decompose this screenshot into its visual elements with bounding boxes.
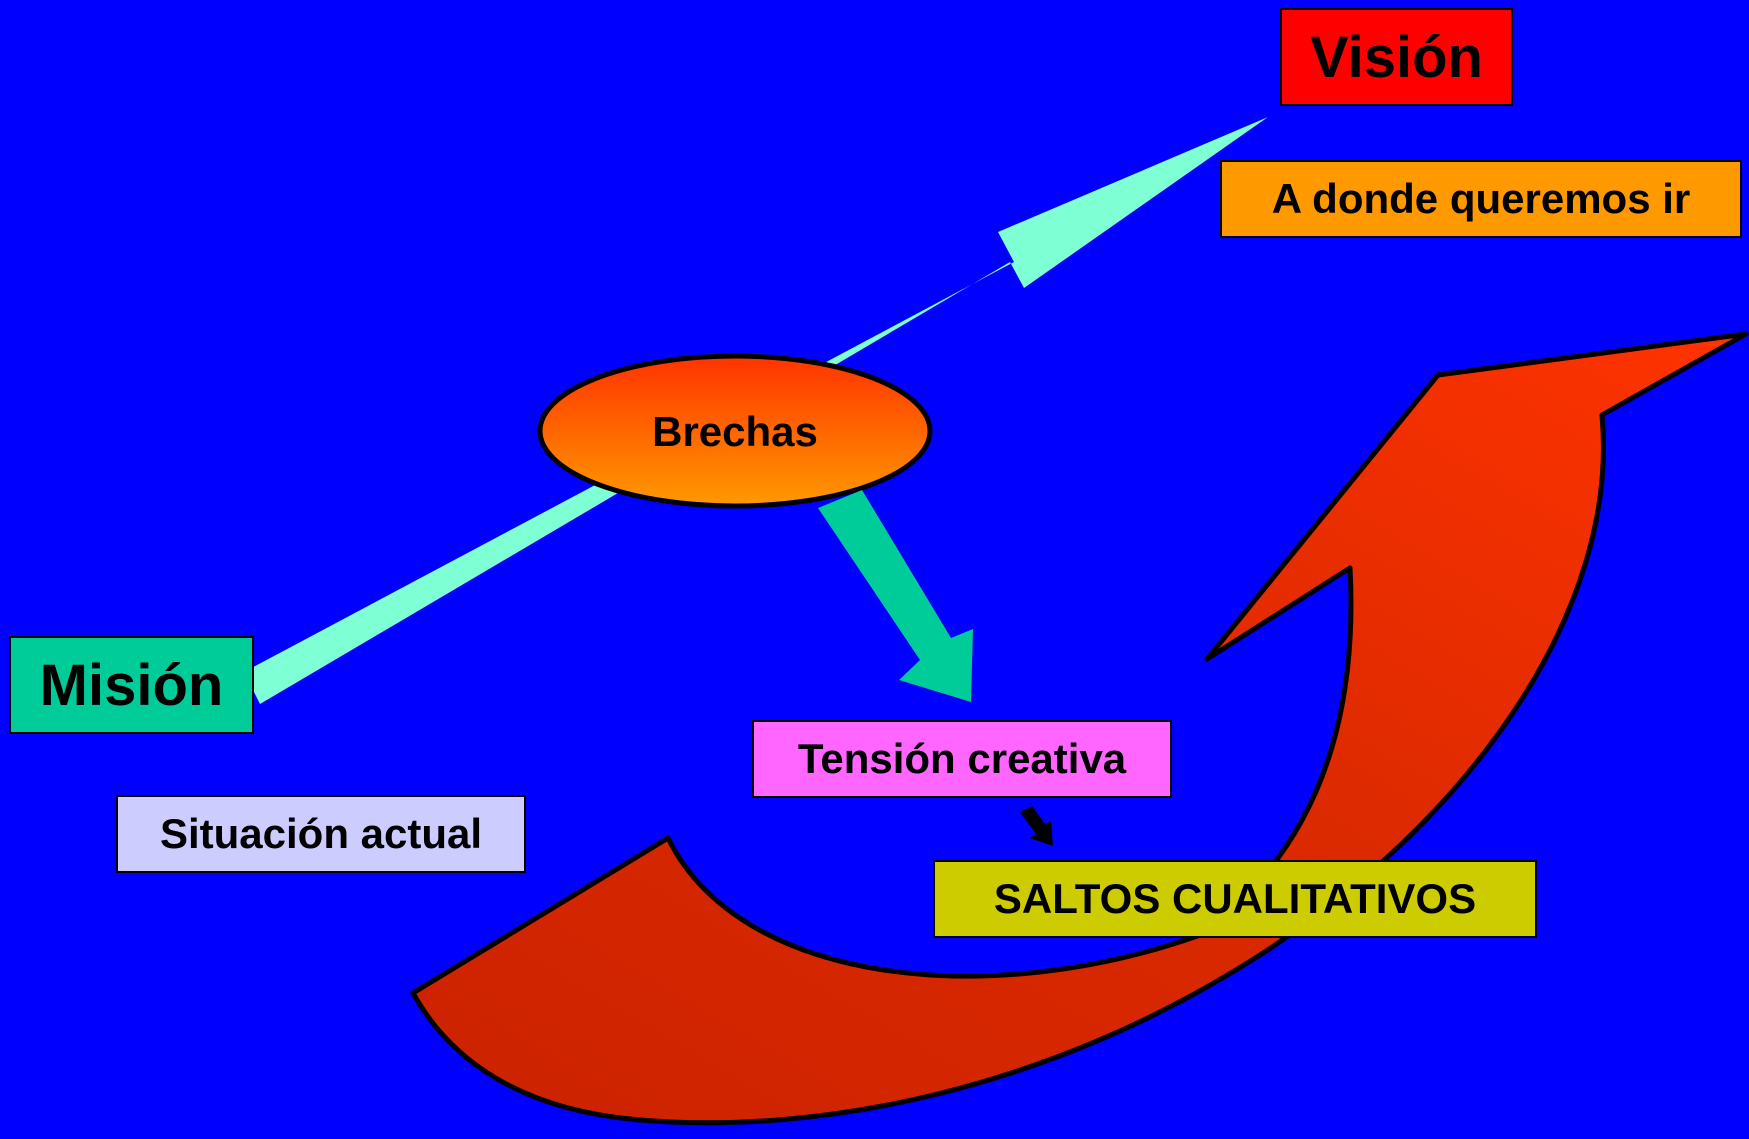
- goal-label: A donde queremos ir: [1220, 160, 1742, 238]
- creative-tension-label: Tensión creativa: [752, 720, 1172, 798]
- mission-label: Misión: [9, 636, 254, 734]
- qualitative-leaps-label: SALTOS CUALITATIVOS: [933, 860, 1537, 938]
- curved-leap-arrow: [410, 331, 1749, 1126]
- gaps-oval: [537, 353, 933, 509]
- gaps-label: Brechas: [652, 408, 818, 455]
- gaps-to-tension-arrow: [818, 490, 973, 702]
- vision-label: Visión: [1280, 8, 1513, 106]
- tension-to-leaps-arrow: [1020, 806, 1053, 846]
- current-situation-label: Situación actual: [116, 795, 526, 873]
